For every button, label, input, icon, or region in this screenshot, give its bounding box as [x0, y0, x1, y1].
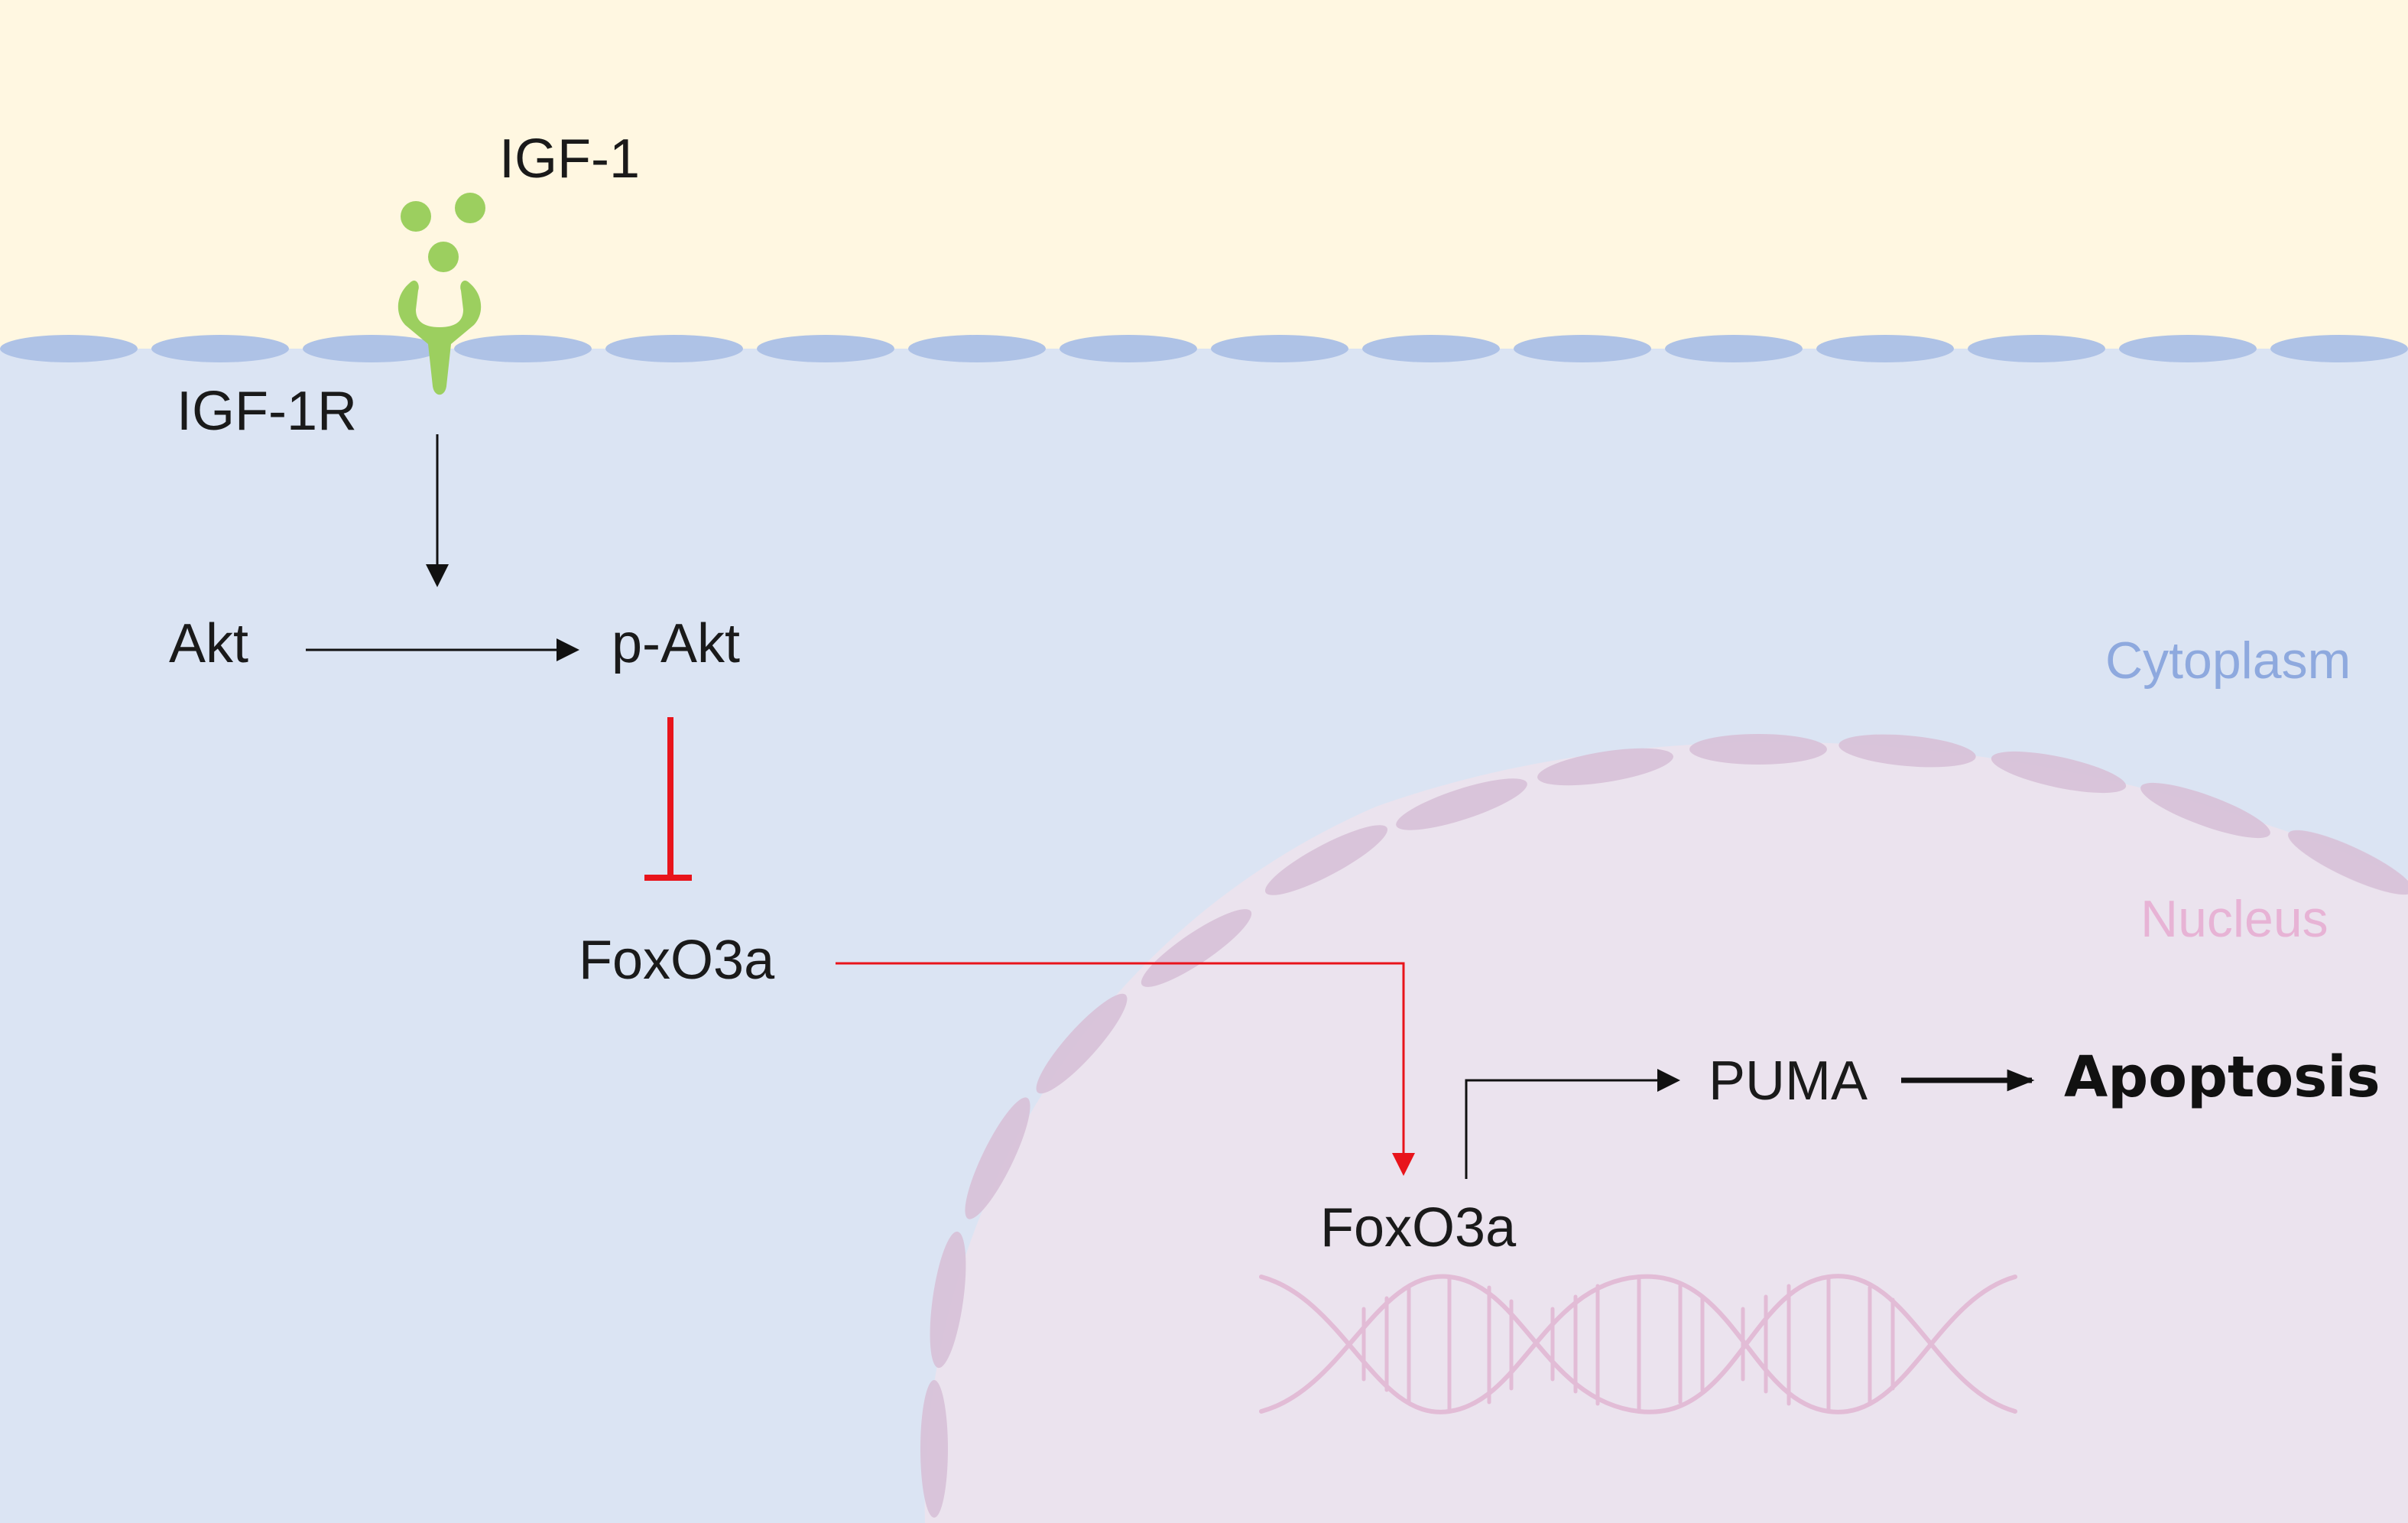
p-akt-label: p-Akt	[612, 613, 741, 674]
dna-helix-icon	[1259, 1274, 2017, 1414]
akt-label: Akt	[169, 613, 249, 674]
y-shaped-receptor-icon	[398, 281, 482, 395]
nucleus-region	[924, 742, 2408, 1523]
ligand-label: IGF-1	[499, 128, 641, 190]
foxo3a-cytoplasm-label: FoxO3a	[579, 930, 775, 991]
foxo3a-to-puma-arrow	[1465, 1069, 1680, 1179]
inhibition-symbol	[644, 717, 692, 881]
apoptosis-label: Apoptosis	[2064, 1044, 2380, 1110]
cell-membrane	[0, 335, 2408, 362]
receptor-label: IGF-1R	[177, 381, 358, 442]
nuclear-envelope	[920, 734, 2408, 1518]
foxo3a-translocation-arrow	[836, 962, 1415, 1176]
nucleus-label: Nucleus	[2140, 890, 2328, 948]
foxo3a-nucleus-label: FoxO3a	[1320, 1197, 1517, 1258]
cytoplasm-label: Cytoplasm	[2105, 632, 2351, 690]
puma-label: PUMA	[1709, 1051, 1868, 1112]
extracellular-region	[0, 0, 2408, 349]
ligand-dots-icon	[401, 193, 485, 272]
